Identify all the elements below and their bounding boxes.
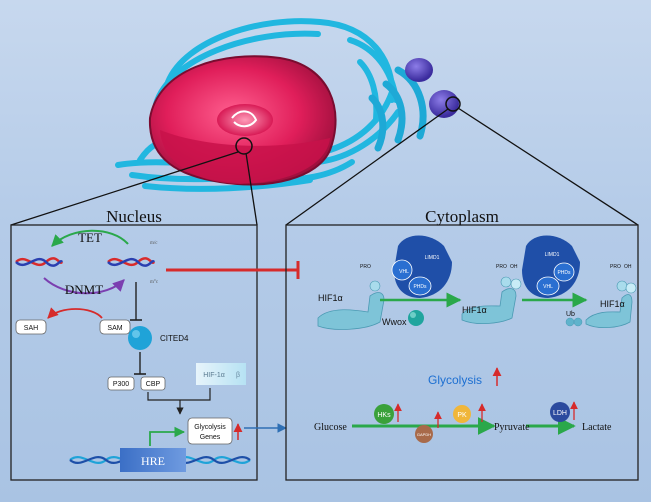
nucleus-title: Nucleus (106, 207, 162, 226)
tet-arrow (51, 229, 129, 247)
p300-box (107, 376, 135, 391)
cited4-ball (128, 326, 152, 350)
pyruvate-label: Pyruvate (494, 422, 530, 433)
cited4-highlight (132, 330, 140, 338)
ldh-enzyme (550, 402, 570, 422)
oh-label-3: OH (624, 264, 632, 270)
cytoplasm-panel: Cytoplasm PRO HIF1α VHL LIMD1 PHDs Wwox … (285, 207, 639, 481)
sam-to-sah-arrow (47, 307, 103, 319)
vesicle-large (429, 90, 459, 118)
tet-label: TET (78, 230, 102, 245)
hre-box (120, 448, 186, 472)
pro-label-3: PRO (610, 264, 621, 270)
hre-label: HRE (141, 454, 165, 468)
glycolysis-heading: Glycolysis (428, 373, 482, 387)
limd1-label-1: LIMD1 (425, 255, 440, 261)
gapdh-label: GAPDH (417, 432, 431, 437)
phds-label-2: PHDs (557, 270, 571, 276)
cytoplasm-zoom-circle (445, 96, 461, 112)
hre-activation-arrow (149, 426, 186, 446)
golgi-apparatus (368, 66, 427, 152)
phds-label-1: PHDs (413, 284, 427, 290)
nucleus-panel-frame (10, 224, 258, 481)
vhl-label-2: VHL (543, 284, 553, 290)
hif-beta-label: β (236, 372, 240, 379)
p300-label: P300 (113, 381, 129, 388)
dna-helix-left-icon (15, 257, 64, 267)
pro-label-2: PRO (496, 264, 507, 270)
cytoplasm-panel-frame (285, 224, 639, 481)
hif1a-label-2: HIF1α (462, 305, 487, 315)
pk-label: PK (457, 412, 467, 419)
pk-enzyme (453, 405, 471, 423)
wwox-ball (408, 310, 424, 326)
hif-complex-label: HIF-1α (203, 372, 225, 379)
dna-helix-right-icon (107, 257, 156, 267)
hks-enzyme (374, 404, 394, 424)
gapdh-enzyme (415, 425, 433, 443)
ub-label: Ub (566, 311, 575, 318)
cbp-box (140, 376, 166, 391)
limd1-label-2: LIMD1 (545, 252, 560, 258)
glycolysis-genes-box (187, 417, 233, 445)
cell-illustration (115, 18, 461, 192)
hif1a-label-1: HIF1α (318, 293, 343, 303)
nucleus-cut-surface (160, 130, 330, 184)
hif-complex-box (196, 363, 246, 385)
nucleus-zoom-circle (235, 137, 253, 155)
methyl-mark-bottom: m°c (150, 280, 159, 285)
merge-bracket (147, 388, 211, 401)
pro-label-1: PRO (360, 264, 371, 270)
sam-box (99, 319, 131, 335)
chromatin-icon (231, 110, 258, 128)
vhl-complex-1 (391, 235, 452, 298)
glycolysis-genes-line1: Glycolysis (194, 424, 226, 431)
oh-label-2: OH (510, 264, 518, 270)
wwox-label: Wwox (382, 317, 407, 327)
cited4-label: CITED4 (160, 334, 189, 343)
sah-label: SAH (24, 325, 38, 332)
hif1a-protein-2 (461, 276, 522, 324)
sah-box (15, 319, 47, 335)
hks-label: HKs (377, 412, 391, 419)
dnmt-arrow (43, 277, 125, 295)
wwox-highlight (410, 312, 416, 318)
vesicle-small (405, 58, 433, 82)
glycolysis-genes-line2: Genes (200, 434, 221, 441)
glucose-label: Glucose (314, 422, 347, 433)
nucleolus (217, 104, 273, 136)
cytoplasm-title: Cytoplasm (425, 207, 499, 226)
zoom-lines (10, 107, 639, 226)
hif1a-protein-1 (317, 280, 385, 330)
ldh-label: LDH (553, 410, 567, 417)
hif1a-protein-3 (565, 280, 637, 328)
sam-label: SAM (107, 325, 122, 332)
nucleus-panel: Nucleus m/c m°c TET DNMT SAH SAM CITED (10, 207, 258, 481)
cbp-label: CBP (146, 381, 161, 388)
hif1a-label-3: HIF1α (600, 299, 625, 309)
lactate-label: Lactate (582, 422, 612, 433)
dnmt-label: DNMT (65, 282, 103, 297)
vhl-label-1: VHL (399, 269, 409, 275)
methyl-mark-top: m/c (150, 241, 158, 246)
vhl-complex-2 (522, 235, 580, 298)
